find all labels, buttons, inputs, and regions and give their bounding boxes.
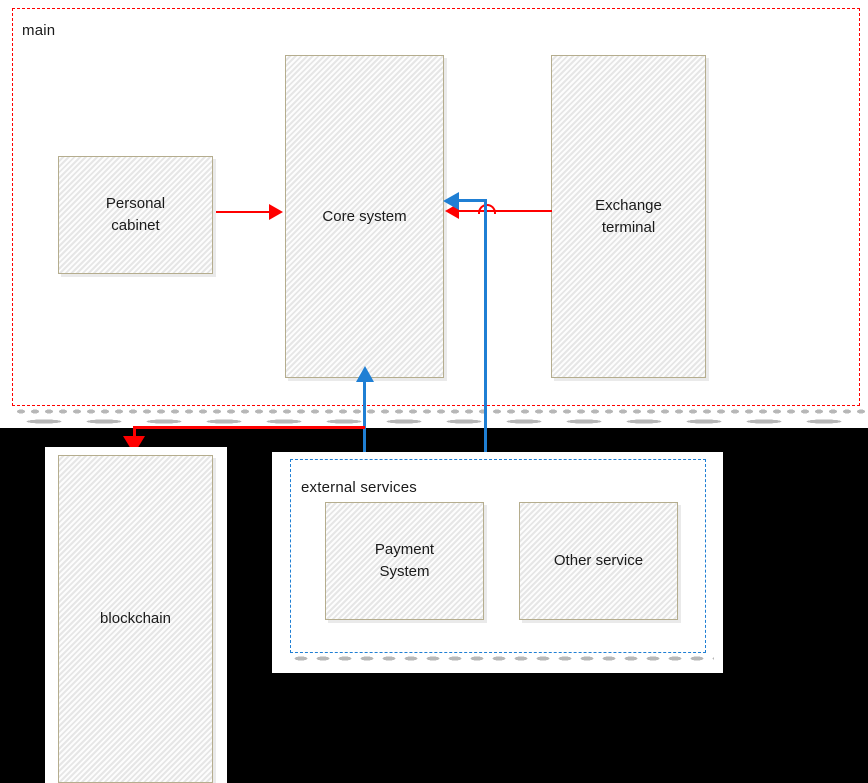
node-core-system-label: Core system (322, 207, 407, 225)
node-exchange-terminal[interactable]: Exchange terminal (551, 55, 706, 378)
node-other-service[interactable]: Other service (519, 502, 678, 620)
group-external-services-label: external services (301, 479, 417, 496)
edge-other-service-to-core-arrowhead (443, 192, 459, 210)
edge-exchange-to-core-line-hop (478, 204, 496, 214)
node-other-service-label: Other service (553, 552, 644, 570)
node-personal-cabinet[interactable]: Personal cabinet (58, 156, 213, 274)
external-services-group-shadow (290, 655, 714, 662)
edge-personal-cabinet-to-core-arrowhead (269, 204, 283, 220)
node-personal-cabinet-label: Personal cabinet (105, 195, 166, 234)
group-main[interactable] (12, 8, 860, 406)
edge-core-to-blockchain-horizontal (133, 426, 365, 429)
node-core-system[interactable]: Core system (285, 55, 444, 378)
edge-core-to-blockchain-vertical (133, 426, 136, 440)
edge-other-service-to-core-vertical (484, 199, 487, 487)
node-blockchain[interactable]: blockchain (58, 455, 213, 783)
edge-payment-to-core-arrowhead (356, 366, 374, 382)
node-exchange-terminal-label: Exchange terminal (595, 196, 662, 236)
edge-personal-cabinet-to-core-line (216, 211, 271, 213)
edge-exchange-to-core-line (459, 210, 552, 212)
edge-other-service-to-core-horizontal-top (459, 199, 487, 202)
main-group-shadow-bottom (14, 408, 866, 415)
node-payment-system[interactable]: Payment System (325, 502, 484, 620)
node-blockchain-label: blockchain (100, 610, 171, 628)
group-main-label: main (22, 22, 56, 39)
group-external-services[interactable] (290, 459, 706, 653)
node-payment-system-label: Payment System (374, 541, 435, 580)
main-group-shadow-bottom-2 (14, 418, 866, 425)
edge-payment-to-core-vertical (363, 380, 366, 481)
